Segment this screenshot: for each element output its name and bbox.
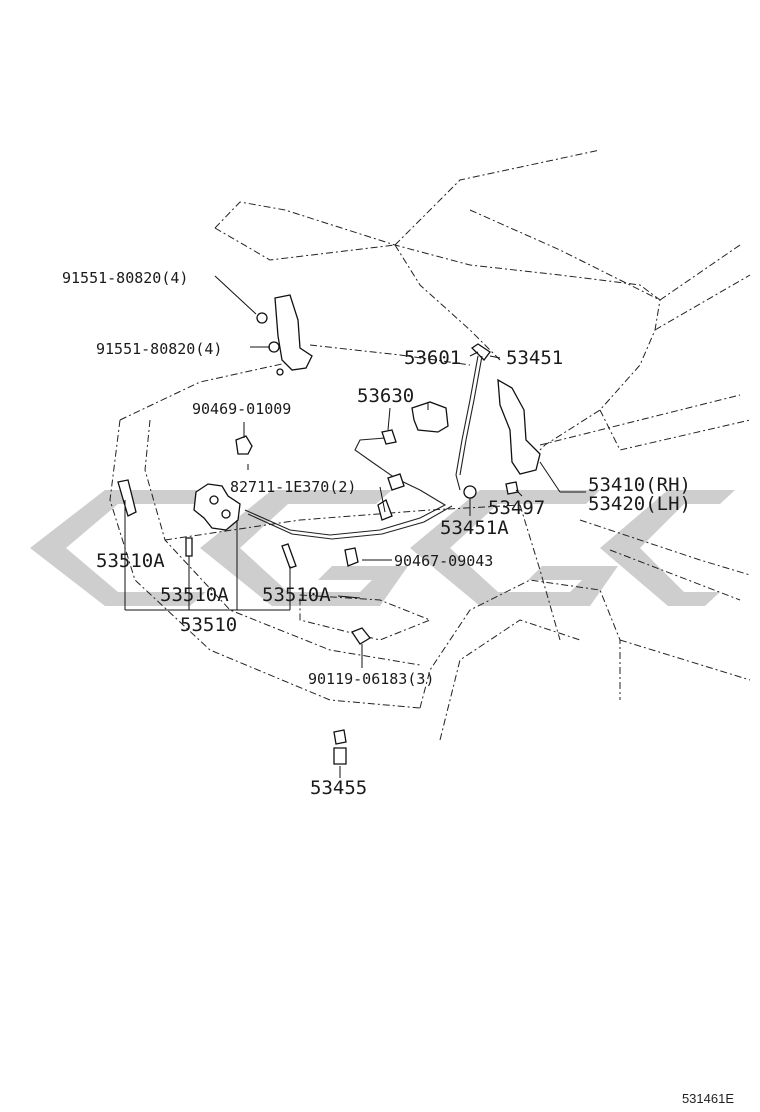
hood-cushions (117, 479, 297, 569)
label-53451a: 53451A (440, 517, 509, 539)
label-53630: 53630 (357, 385, 414, 407)
label-90119: 90119-06183(3) (308, 670, 434, 688)
leader-lines (124, 275, 586, 778)
vehicle-outline (109, 149, 751, 741)
hood-stay-holder (333, 729, 347, 765)
label-53497: 53497 (488, 497, 545, 519)
label-53420: 53420(LH) (588, 493, 691, 515)
label-53510a-2: 53510A (160, 584, 229, 606)
label-82711: 82711-1E370(2) (230, 478, 356, 496)
clip-90467 (344, 547, 359, 567)
clip-90469 (235, 435, 253, 455)
reference-code: 531461E (681, 1091, 734, 1106)
hood-hinge-rh (497, 378, 541, 495)
release-lever (411, 401, 449, 433)
label-53510a-1: 53510A (96, 550, 165, 572)
label-91551-a: 91551-80820(4) (62, 269, 188, 287)
hood-lock-latch (193, 483, 241, 531)
label-53455: 53455 (310, 777, 367, 799)
hood-hinge-lh (256, 294, 313, 376)
label-53510: 53510 (180, 614, 237, 636)
watermark-logo (30, 490, 735, 606)
label-91551-b: 91551-80820(4) (96, 340, 222, 358)
label-90467: 90467-09043 (394, 552, 493, 570)
bolt-90119 (351, 627, 371, 645)
label-53410: 53410(RH) (588, 474, 691, 496)
label-90469: 90469-01009 (192, 400, 291, 418)
hood-support-rod (455, 343, 491, 499)
part-labels: 91551-80820(4) 91551-80820(4) 90469-0100… (62, 269, 691, 799)
label-53510a-3: 53510A (262, 584, 331, 606)
label-53451: 53451 (506, 347, 563, 369)
label-53601: 53601 (404, 347, 461, 369)
